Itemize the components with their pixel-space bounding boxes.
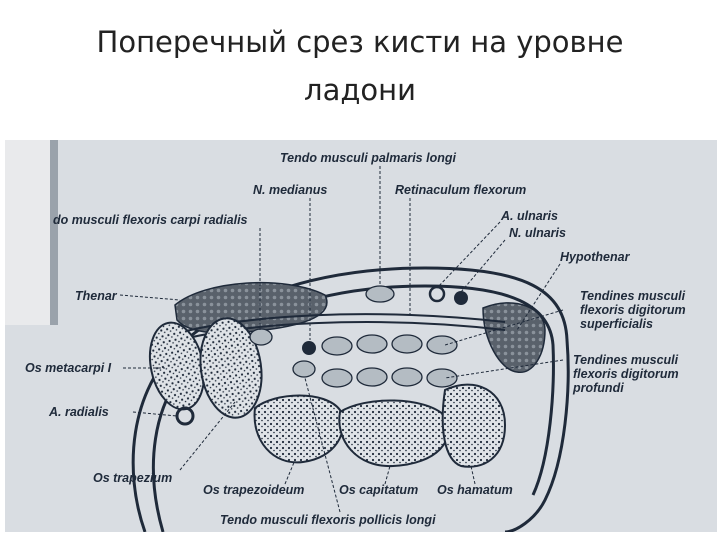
title-line-1: Поперечный срез кисти на уровне — [96, 25, 624, 59]
palmaris-longus-tendon — [365, 285, 395, 303]
label-a-radialis: A. radialis — [48, 405, 109, 419]
fcr-tendon — [249, 328, 273, 346]
label-hypothenar: Hypothenar — [560, 250, 631, 264]
radial-artery — [175, 406, 195, 426]
os-capitatum-bone — [338, 399, 450, 468]
label-n-medianus: N. medianus — [253, 183, 327, 197]
page-shadow-left — [5, 140, 50, 325]
label-fdp-line3: profundi — [572, 381, 624, 395]
label-flexor-carpi-radialis: do musculi flexoris carpi radialis — [53, 213, 248, 227]
label-retinaculum-flexorum: Retinaculum flexorum — [395, 183, 526, 197]
os-hamatum-bone — [441, 383, 507, 468]
label-fds-line2: flexoris digitorum — [580, 303, 686, 317]
label-n-ulnaris: N. ulnaris — [509, 226, 566, 240]
ulnar-nerve — [454, 291, 468, 305]
ulnar-artery — [428, 285, 446, 303]
label-fds-line3: superficialis — [580, 317, 653, 331]
median-nerve — [302, 341, 316, 355]
leader-lines — [119, 166, 564, 513]
anatomy-photo: Tendo musculi palmaris longi N. medianus… — [5, 140, 717, 532]
label-os-hamatum: Os hamatum — [437, 483, 513, 497]
label-os-trapezium: Os trapezium — [93, 471, 172, 485]
label-fds-line1: Tendines musculi — [580, 289, 686, 303]
fpl-tendon — [292, 360, 316, 378]
label-os-trapezoideum: Os trapezoideum — [203, 483, 304, 497]
label-tendo-palmaris-longi: Tendo musculi palmaris longi — [280, 151, 456, 165]
label-fdp-line1: Tendines musculi — [573, 353, 679, 367]
label-a-ulnaris: A. ulnaris — [500, 209, 558, 223]
os-trapezium-bone — [199, 317, 263, 419]
fdp-tendons — [321, 367, 458, 388]
label-thenar: Thenar — [75, 289, 118, 303]
label-os-metacarpi: Os metacarpi I — [25, 361, 112, 375]
label-tendo-flexoris-pollicis-longi: Tendo musculi flexoris pollicis longi — [220, 513, 436, 527]
label-os-capitatum: Os capitatum — [339, 483, 418, 497]
label-fdp-line2: flexoris digitorum — [573, 367, 679, 381]
fds-tendons — [321, 334, 458, 356]
os-trapezoideum-bone — [253, 394, 345, 464]
photo-background — [5, 140, 717, 532]
slide-title: Поперечный срез кисти на уровне ладони — [0, 18, 720, 114]
title-line-2: ладони — [304, 73, 416, 107]
